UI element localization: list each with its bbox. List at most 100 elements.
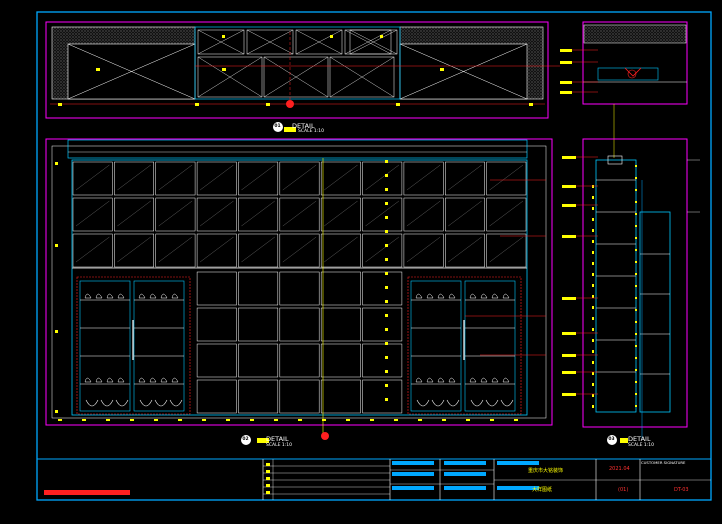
tb-field bbox=[392, 461, 434, 465]
tb-field bbox=[444, 461, 486, 465]
tb-tag bbox=[266, 470, 270, 473]
callout-tag bbox=[620, 438, 628, 443]
tb-field bbox=[392, 486, 434, 490]
bowl-icon bbox=[139, 399, 153, 407]
top-tag bbox=[330, 35, 333, 38]
title-project: 重庆市大铭装饰 bbox=[528, 468, 564, 474]
glass-cell bbox=[238, 197, 279, 232]
glass-reflection bbox=[448, 236, 482, 263]
side-top-detail-circle bbox=[627, 69, 637, 79]
tb-tag bbox=[266, 477, 270, 480]
glass-reflection bbox=[158, 200, 193, 227]
main-tag bbox=[385, 258, 388, 261]
title-date: 2021.04 bbox=[609, 466, 630, 472]
side-edge-tag bbox=[635, 189, 637, 191]
bowl-icon bbox=[431, 399, 445, 407]
side-top-detail bbox=[607, 155, 623, 165]
glass-cell bbox=[155, 197, 196, 232]
top-drawer bbox=[349, 29, 398, 55]
side-edge-tag bbox=[592, 405, 594, 408]
main-tag bbox=[385, 384, 388, 387]
side-edge-tag bbox=[592, 218, 594, 221]
glass-reflection bbox=[282, 200, 317, 227]
glass-reflection bbox=[117, 200, 151, 227]
side-tag bbox=[562, 371, 576, 374]
glass-icon bbox=[160, 293, 168, 299]
side-edge-tag bbox=[635, 201, 637, 203]
glass-cell bbox=[403, 197, 444, 232]
glass-icon bbox=[437, 293, 445, 299]
glass-icon bbox=[117, 293, 125, 299]
main-base-tag bbox=[514, 419, 518, 421]
main-side-tag bbox=[55, 244, 58, 247]
glass-cell bbox=[403, 161, 444, 196]
side-edge-tag bbox=[635, 273, 637, 275]
left-wine-cabinet-outline bbox=[76, 276, 191, 415]
top-left-cross bbox=[67, 43, 196, 100]
title-block-frame bbox=[36, 458, 712, 501]
main-tag bbox=[385, 342, 388, 345]
main-base-tag bbox=[250, 419, 254, 421]
side-top-hatch bbox=[583, 24, 687, 44]
glass-reflection bbox=[282, 236, 317, 263]
side-edge-tag bbox=[635, 345, 637, 347]
glass-reflection bbox=[158, 164, 193, 191]
glass-reflection bbox=[241, 236, 275, 263]
glass-cell bbox=[238, 343, 279, 378]
bowl-icon bbox=[500, 399, 514, 407]
top-dim-tag bbox=[529, 103, 533, 106]
glass-icon bbox=[426, 293, 434, 299]
side-tag bbox=[562, 235, 576, 238]
glass-cell bbox=[72, 197, 113, 232]
side-edge-tag bbox=[592, 328, 594, 331]
side-edge-tag bbox=[592, 229, 594, 232]
glass-cell bbox=[445, 197, 485, 232]
glass-cell bbox=[320, 307, 361, 342]
side-tag bbox=[560, 61, 572, 64]
side-edge-tag bbox=[635, 321, 637, 323]
bowl-icon bbox=[416, 399, 430, 407]
glass-reflection bbox=[406, 200, 441, 227]
glass-icon bbox=[502, 377, 510, 383]
glass-reflection bbox=[324, 164, 358, 191]
glass-cell bbox=[72, 161, 113, 196]
glass-reflection bbox=[448, 200, 482, 227]
top-drawer bbox=[295, 29, 343, 55]
callout-side-number: 03 bbox=[608, 437, 615, 442]
side-tag bbox=[562, 332, 576, 335]
side-edge-tag bbox=[635, 393, 637, 395]
glass-cell bbox=[320, 271, 361, 306]
side-edge-tag bbox=[635, 297, 637, 299]
main-base-tag bbox=[442, 419, 446, 421]
top-tag bbox=[440, 68, 444, 71]
side-tag bbox=[562, 204, 576, 207]
glass-reflection bbox=[489, 200, 524, 227]
glass-icon bbox=[149, 377, 157, 383]
tb-field bbox=[497, 461, 539, 465]
glass-cell bbox=[196, 233, 237, 268]
glass-cell bbox=[238, 233, 279, 268]
main-cabinet bbox=[71, 159, 528, 416]
glass-cell bbox=[486, 161, 527, 196]
glass-cell bbox=[320, 343, 361, 378]
top-lower-cross bbox=[263, 56, 329, 98]
side-panel bbox=[639, 211, 671, 413]
main-side-tag bbox=[55, 410, 58, 413]
main-tag bbox=[385, 174, 388, 177]
top-tag bbox=[380, 35, 383, 38]
glass-icon bbox=[469, 293, 477, 299]
main-tag bbox=[385, 286, 388, 289]
glass-cell bbox=[114, 161, 154, 196]
bowl-icon bbox=[470, 399, 484, 407]
top-dim-tag bbox=[396, 103, 400, 106]
glass-reflection bbox=[199, 200, 234, 227]
glass-cell bbox=[486, 197, 527, 232]
title-sheet-no: DT-03 bbox=[674, 487, 689, 493]
glass-reflection bbox=[117, 164, 151, 191]
glass-icon bbox=[149, 293, 157, 299]
main-tag bbox=[385, 314, 388, 317]
glass-icon bbox=[480, 377, 488, 383]
top-center-cabinet bbox=[194, 26, 401, 100]
glass-cell bbox=[320, 161, 361, 196]
